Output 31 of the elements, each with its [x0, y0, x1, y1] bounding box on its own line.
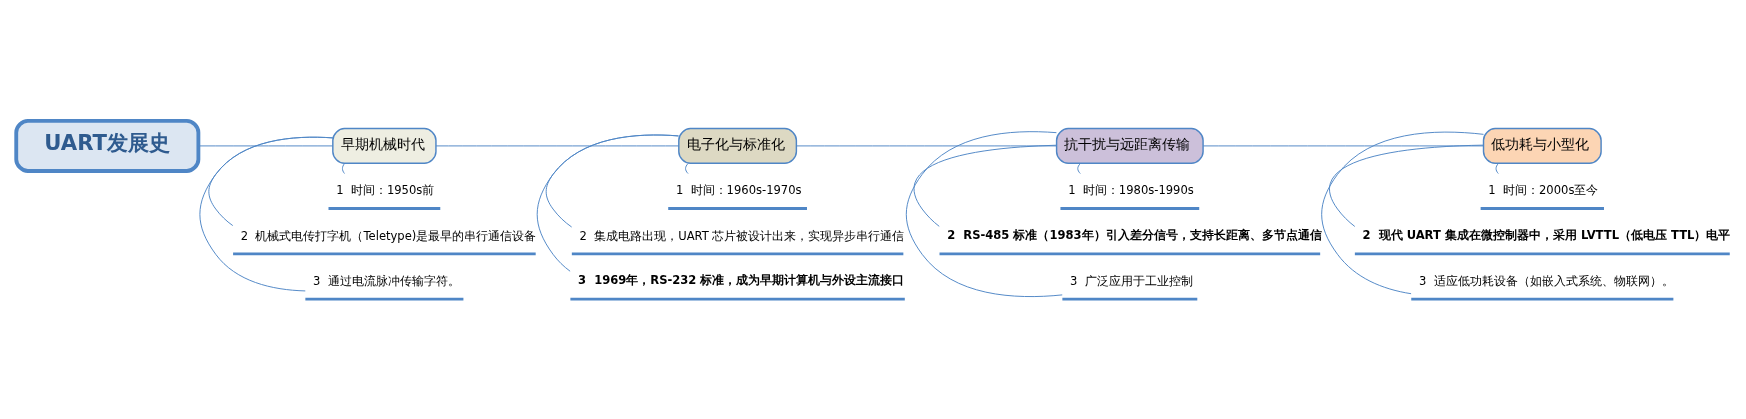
node-text: 3 广泛应用于工业控制	[1070, 273, 1193, 288]
node-box: 电子化与标准化	[678, 127, 798, 164]
connector	[342, 162, 345, 174]
node-text: 1 时间：1950s前	[336, 182, 435, 197]
connector	[1321, 131, 1484, 294]
connector	[1077, 162, 1081, 174]
connector	[1495, 162, 1499, 174]
connector	[198, 144, 334, 146]
node-text: 3 通过电流脉冲传输字符。	[313, 273, 460, 288]
node-text: 2 机械式电传打字机（Teletype)是最早的串行通信设备	[240, 227, 537, 242]
node-text: 2 集成电路出现，UART 芯片被设计出来，实现异步串行通信	[579, 227, 905, 242]
node-text: 1 时间：1980s-1990s	[1068, 182, 1194, 197]
connector	[913, 144, 1057, 227]
node-text: 2 现代 UART 集成在微控制器中，采用 LVTTL（低电压 TTL）电平	[1362, 227, 1731, 242]
connector	[796, 144, 1058, 146]
node-box: 早期机械时代	[332, 127, 437, 164]
connector	[1202, 144, 1484, 146]
connector	[905, 130, 1063, 297]
connector	[536, 134, 679, 272]
node-box: 抗干扰与远距离传输	[1055, 127, 1204, 164]
node-box: 低功耗与小型化	[1482, 127, 1602, 164]
node-text: 2 RS-485 标准（1983年）引入差分信号，支持长距离、多节点通信	[947, 227, 1322, 242]
node-text: 1 时间：1960s-1970s	[675, 182, 802, 197]
connector	[199, 136, 334, 291]
connector	[685, 162, 689, 174]
node-text: 3 1969年，RS-232 标准，成为早期计算机与外设主流接口	[578, 272, 905, 287]
node-text: 1 时间：2000s至今	[1488, 182, 1599, 197]
connector	[1329, 144, 1484, 227]
connector	[435, 144, 680, 146]
node-text: 3 适应低功耗设备（如嵌入式系统、物联网）。	[1418, 273, 1674, 288]
node-box: UART发展史	[14, 118, 201, 173]
